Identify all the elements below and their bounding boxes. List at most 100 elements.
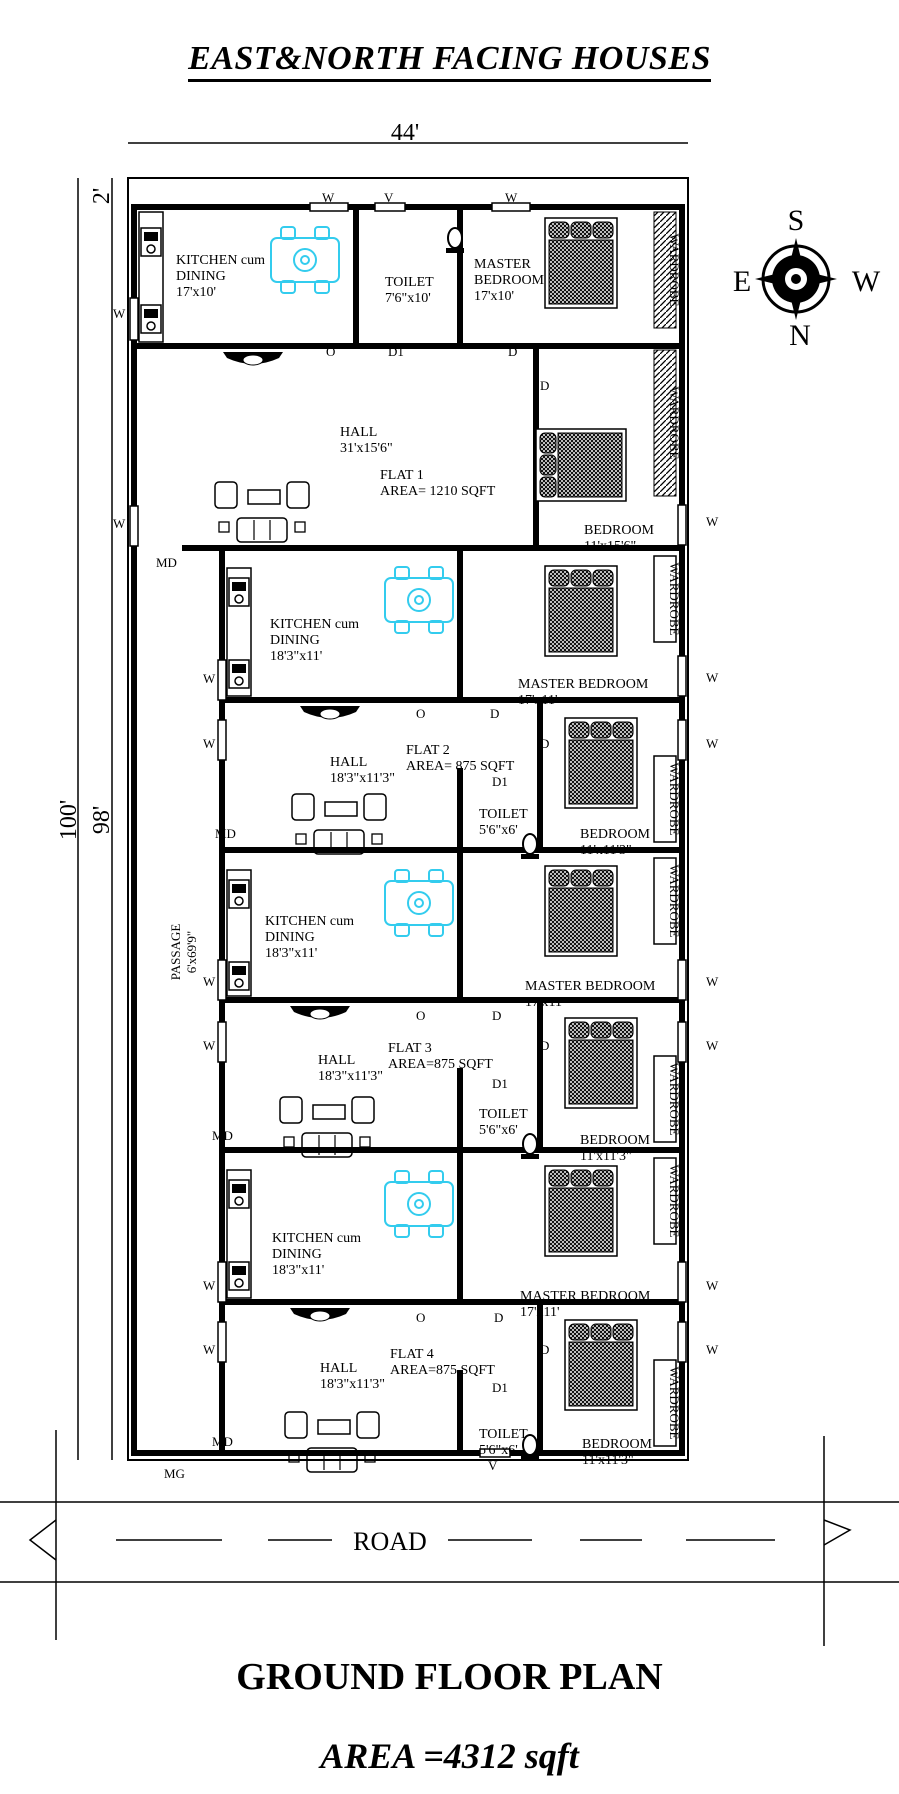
room-label: MASTER (474, 257, 531, 272)
bed-icon (535, 428, 627, 502)
wc-icon (520, 1133, 540, 1160)
room-size: 17'x10' (474, 289, 514, 304)
room-size: 18'3"x11'3" (330, 771, 395, 786)
bed-icon (544, 865, 618, 957)
bed-icon (544, 1165, 618, 1257)
room-label: DINING (265, 930, 315, 945)
window-label: W (203, 1342, 216, 1357)
room-size: 11'x15'6" (584, 539, 636, 554)
wardrobe-label: WARDROBE (667, 387, 682, 460)
door-label: D (490, 706, 499, 721)
opening-label: O (416, 1310, 425, 1325)
tv-unit-icon (299, 705, 361, 720)
door-label: D (508, 344, 517, 359)
stove-icon (228, 659, 250, 689)
opening-label: O (416, 706, 425, 721)
room-size: 18'3"x11' (270, 649, 322, 664)
wardrobe-label: WARDROBE (667, 865, 682, 938)
room-size: 18'3"x11'3" (320, 1377, 385, 1392)
main-door-label: MD (212, 1128, 233, 1143)
room-label: HALL (340, 425, 377, 440)
wardrobe-label: WARDROBE (667, 563, 682, 636)
flat-label: FLAT 3 (388, 1041, 432, 1056)
ventilator-label: V (384, 190, 394, 205)
sink-icon (228, 577, 250, 607)
wardrobe-label: WARDROBE (667, 763, 682, 836)
window-label: W (203, 1278, 216, 1293)
tv-unit-icon (289, 1005, 351, 1020)
room-label: KITCHEN cum (272, 1231, 361, 1246)
room-label: HALL (320, 1361, 357, 1376)
depth-dimension-inner: 98' (89, 806, 115, 834)
stove-icon (228, 961, 250, 991)
width-dimension: 44' (391, 120, 419, 146)
dining-table-icon (384, 869, 454, 937)
flat-label: FLAT 4 (390, 1347, 434, 1362)
room-label: KITCHEN cum (265, 914, 354, 929)
window-label: W (706, 514, 719, 529)
sink-icon (140, 227, 162, 257)
room-label: TOILET (479, 807, 528, 822)
window-label: W (706, 1342, 719, 1357)
room-label: BEDROOM (580, 1133, 651, 1148)
sink-icon (228, 879, 250, 909)
window-label: W (706, 670, 719, 685)
bed-icon (544, 565, 618, 657)
room-size: 18'3"x11' (272, 1263, 324, 1278)
wc-icon (445, 227, 465, 254)
door-label: D1 (492, 1380, 508, 1395)
window-label: W (203, 736, 216, 751)
door-label: D1 (388, 344, 404, 359)
flat-area: AREA= 875 SQFT (406, 759, 515, 774)
wardrobe-label: WARDROBE (667, 1165, 682, 1238)
bed-icon (564, 717, 638, 809)
tv-unit-icon (222, 351, 284, 366)
wardrobe-label: WARDROBE (667, 1063, 682, 1136)
room-size: 11'x11'3" (580, 843, 632, 858)
main-gate-label: MG (164, 1466, 185, 1481)
wc-icon (520, 833, 540, 860)
room-label: DINING (270, 633, 320, 648)
wardrobe-label: WARDROBE (667, 1367, 682, 1440)
room-size: 17'x10' (176, 285, 216, 300)
room-label: BEDROOM (580, 827, 651, 842)
window-label: W (706, 736, 719, 751)
compass-south: S (788, 204, 805, 237)
window-label: W (203, 974, 216, 989)
room-size: 17'x11' (525, 995, 565, 1010)
dining-table-icon (270, 226, 340, 294)
flat-area: AREA=875 SQFT (390, 1363, 495, 1378)
passage-label: PASSAGE (168, 924, 183, 981)
room-size: 17'x11' (520, 1305, 560, 1320)
room-label: TOILET (479, 1107, 528, 1122)
compass-icon (755, 238, 837, 320)
room-size: 18'3"x11' (265, 946, 317, 961)
compass-east: E (733, 265, 751, 298)
door-label: D (540, 736, 549, 751)
stove-icon (140, 304, 162, 334)
flat-area: AREA=875 SQFT (388, 1057, 493, 1072)
compass-north: N (789, 319, 811, 352)
door-label: D (540, 1038, 549, 1053)
compass-west: W (852, 265, 881, 298)
room-label: BEDROOM (582, 1437, 653, 1452)
room-size: 31'x15'6" (340, 441, 393, 456)
door-label: D (494, 1310, 503, 1325)
room-size: 7'6"x10' (385, 291, 431, 306)
room-size: 18'3"x11'3" (318, 1069, 383, 1084)
setback-dimension: 2' (89, 188, 115, 204)
room-size: 11'x11'3" (580, 1149, 632, 1164)
room-label: BEDROOM (584, 523, 655, 538)
room-label: DINING (176, 269, 226, 284)
door-label: D1 (492, 774, 508, 789)
room-size: 5'6"x6' (479, 1123, 518, 1138)
bed-icon (564, 1017, 638, 1109)
room-label: MASTER BEDROOM (518, 677, 649, 692)
sofa-set-icon (291, 793, 387, 855)
sofa-set-icon (214, 481, 310, 543)
main-door-label: MD (156, 555, 177, 570)
sofa-set-icon (284, 1411, 380, 1473)
window-label: W (706, 974, 719, 989)
road-label: ROAD (353, 1527, 427, 1556)
main-door-label: MD (215, 826, 236, 841)
